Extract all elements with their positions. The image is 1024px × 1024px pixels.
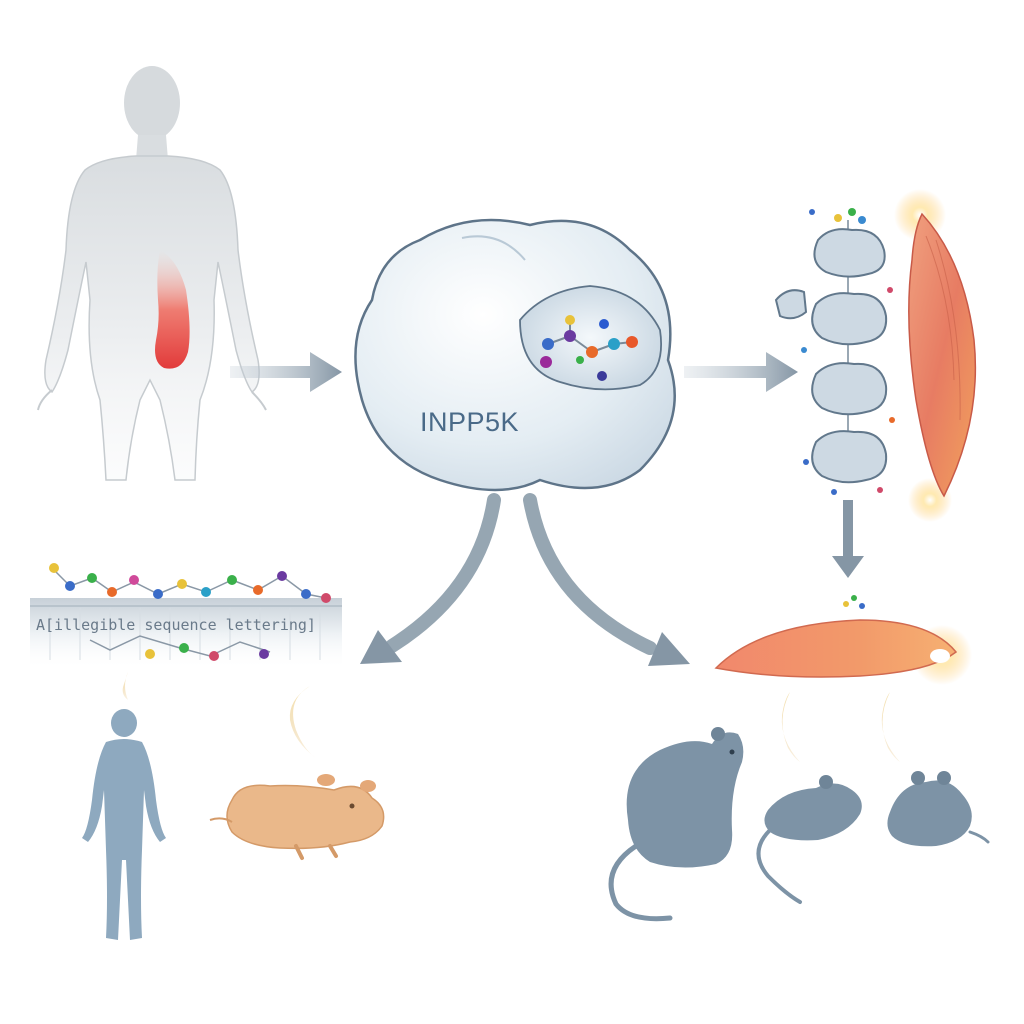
membrane-icon: A[illegible sequence lettering]: [30, 563, 342, 670]
mouse-icon: [756, 775, 862, 904]
membrane-sequence-text: A[illegible sequence lettering]: [36, 616, 316, 634]
protein-stack-icon: [774, 208, 895, 495]
mouse-icon: [608, 727, 744, 922]
muscle-fiber-icon: [714, 595, 972, 685]
human-figure-icon: [82, 709, 166, 940]
squiggle-connectors: [122, 672, 900, 762]
ligand-molecules: [540, 315, 638, 381]
human-torso-icon: [37, 66, 267, 481]
arrow-protein-to-membrane: [360, 493, 501, 664]
protein-label: INPP5K: [420, 407, 519, 437]
protein-icon: [354, 218, 676, 492]
muscle-fiber-icon: [894, 189, 977, 522]
arrow-column-down: [832, 500, 864, 578]
arrow-protein-to-mice: [523, 493, 690, 666]
mouse-icon: [887, 771, 990, 847]
kidney-icon: [155, 250, 190, 369]
guinea-pig-icon: [209, 774, 385, 860]
arrow-torso-to-protein: [230, 352, 342, 392]
arrow-protein-to-muscle: [684, 352, 798, 392]
